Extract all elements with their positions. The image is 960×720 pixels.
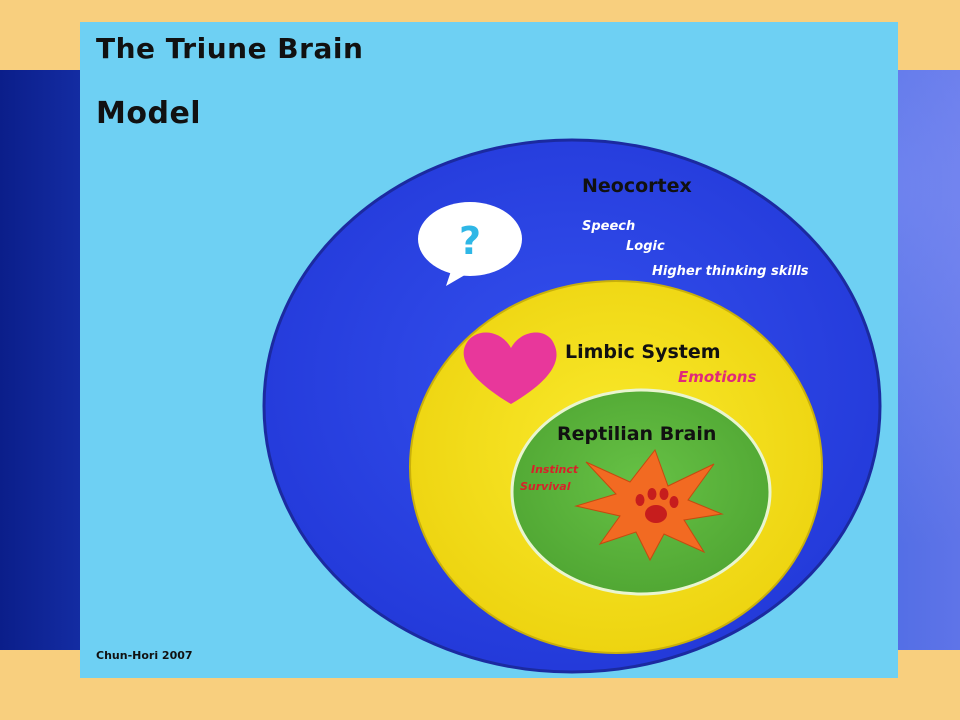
reptilian-function-survival: Survival	[520, 480, 571, 493]
neocortex-label: Neocortex	[582, 175, 692, 197]
neocortex-function-higher-thinking: Higher thinking skills	[652, 264, 809, 279]
heart-icon	[463, 332, 557, 404]
reptilian-label: Reptilian Brain	[557, 423, 716, 445]
neocortex-function-logic: Logic	[626, 239, 665, 254]
paw-burst-icon	[574, 448, 724, 562]
speech-bubble-glyph: ?	[459, 219, 481, 263]
credit-text: Chun-Hori 2007	[96, 649, 193, 662]
speech-bubble-icon: ?	[418, 202, 522, 286]
limbic-function-emotions: Emotions	[678, 368, 756, 386]
reptilian-function-instinct: Instinct	[531, 463, 579, 476]
limbic-label: Limbic System	[565, 341, 721, 363]
title-line-1: The Triune Brain	[96, 32, 364, 65]
neocortex-function-speech: Speech	[582, 219, 635, 234]
title-line-2: Model	[96, 96, 202, 131]
